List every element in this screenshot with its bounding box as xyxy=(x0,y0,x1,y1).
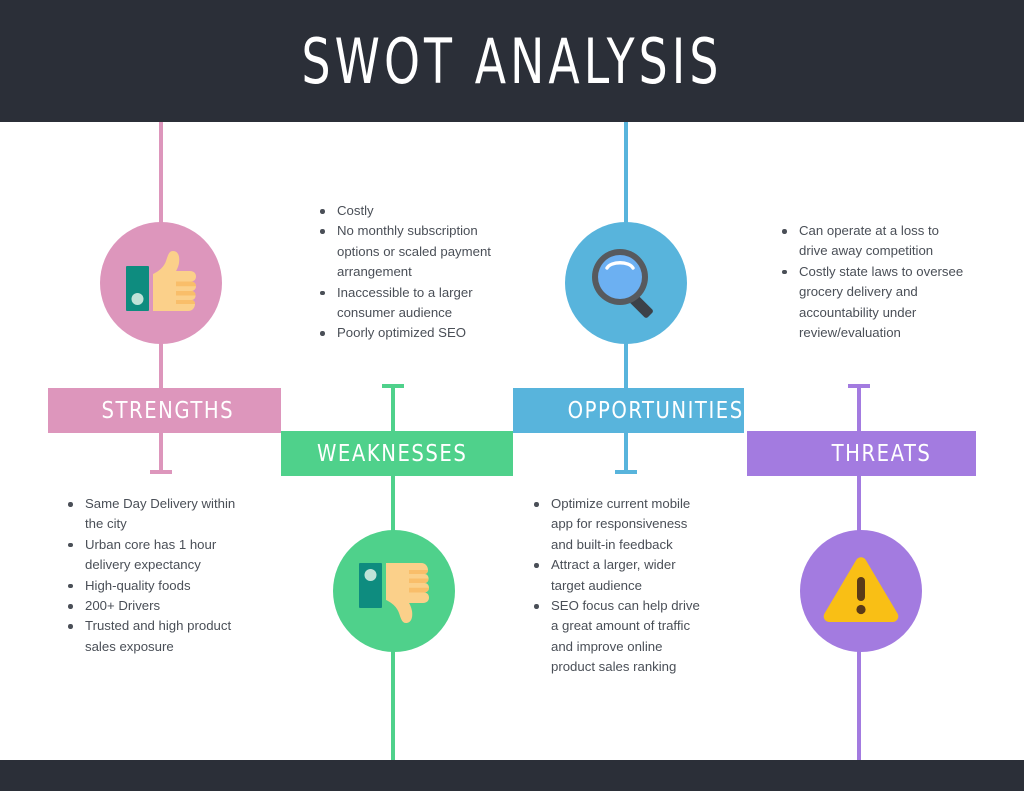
list-opportunities: Optimize current mobile app for responsi… xyxy=(532,494,704,678)
connector-cap-strengths xyxy=(150,470,172,474)
list-item: Optimize current mobile app for responsi… xyxy=(532,494,704,555)
category-bar-weaknesses[interactable]: WEAKNESSES xyxy=(281,431,513,476)
list-item: 200+ Drivers xyxy=(66,596,256,616)
list-item: Costly xyxy=(318,201,514,221)
thumbs-down-icon xyxy=(333,530,455,652)
list-threats: Can operate at a loss to drive away comp… xyxy=(780,221,970,343)
list-item: Urban core has 1 hour delivery expectanc… xyxy=(66,535,256,576)
category-bar-opportunities[interactable]: OPPORTUNITIES xyxy=(513,388,744,433)
connector-cap-weaknesses xyxy=(382,384,404,388)
list-item: No monthly subscription options or scale… xyxy=(318,221,514,282)
list-weaknesses: Costly No monthly subscription options o… xyxy=(318,201,514,344)
list-item: High-quality foods xyxy=(66,576,256,596)
category-label-strengths: STRENGTHS xyxy=(101,397,235,424)
warning-triangle-icon xyxy=(800,530,922,652)
category-label-opportunities: OPPORTUNITIES xyxy=(567,397,744,424)
list-item: Can operate at a loss to drive away comp… xyxy=(780,221,970,262)
page-title: SWOT ANALYSIS xyxy=(301,24,723,98)
list-item: Attract a larger, wider target audience xyxy=(532,555,704,596)
thumbs-up-icon xyxy=(100,222,222,344)
list-item: Trusted and high product sales exposure xyxy=(66,616,256,657)
list-item: Inaccessible to a larger consumer audien… xyxy=(318,283,514,324)
list-item: Costly state laws to oversee grocery del… xyxy=(780,262,970,344)
magnifying-glass-icon xyxy=(565,222,687,344)
list-item: Poorly optimized SEO xyxy=(318,323,514,343)
category-bar-strengths[interactable]: STRENGTHS xyxy=(48,388,281,433)
list-item: Same Day Delivery within the city xyxy=(66,494,256,535)
footer-band xyxy=(0,760,1024,791)
list-item: SEO focus can help drive a great amount … xyxy=(532,596,704,678)
category-bar-threats[interactable]: THREATS xyxy=(747,431,976,476)
list-strengths: Same Day Delivery within the city Urban … xyxy=(66,494,256,657)
connector-cap-opportunities xyxy=(615,470,637,474)
category-label-threats: THREATS xyxy=(831,440,932,467)
connector-cap-threats xyxy=(848,384,870,388)
header-band xyxy=(0,0,1024,122)
category-label-weaknesses: WEAKNESSES xyxy=(316,440,468,467)
